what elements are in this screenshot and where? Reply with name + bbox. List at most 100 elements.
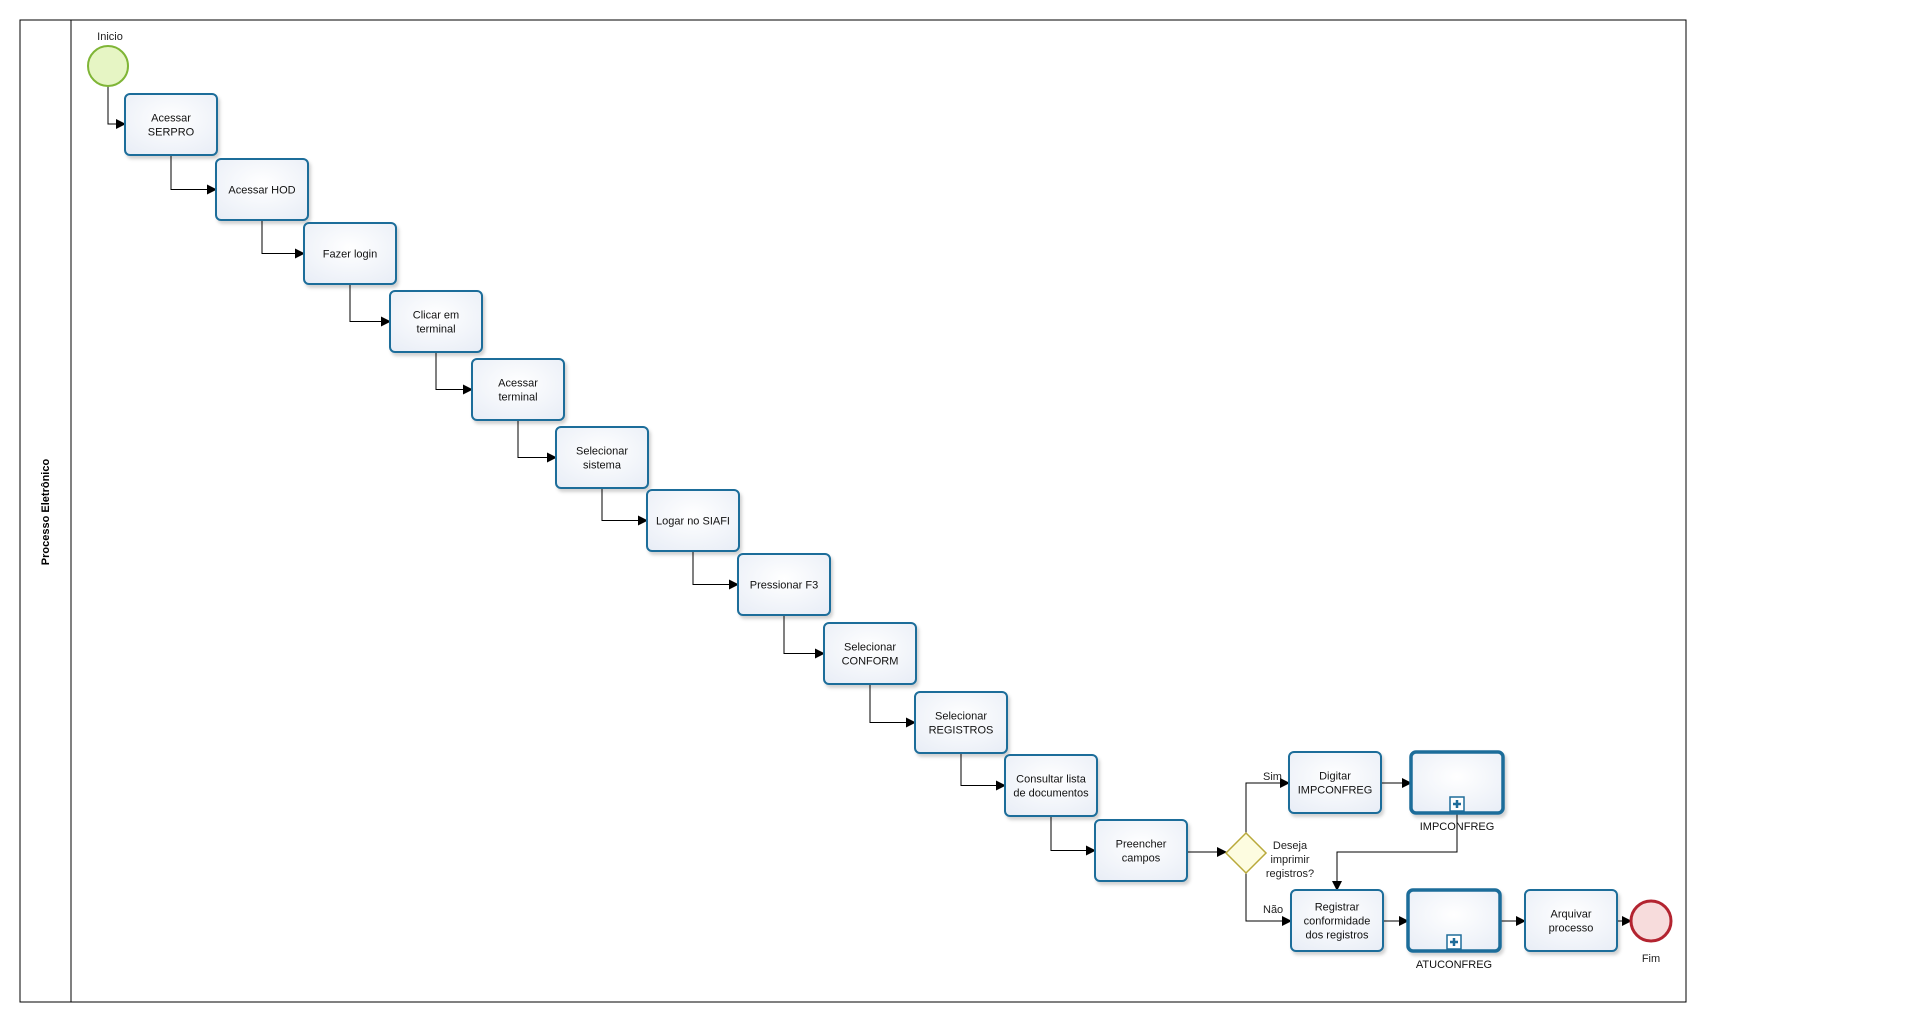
subprocess-label: ATUCONFREG <box>1416 959 1492 971</box>
task-box[interactable] <box>1004 754 1098 817</box>
task-label-line: Selecionar <box>935 711 987 723</box>
task-label-line: Preencher <box>1116 839 1167 851</box>
task-box[interactable] <box>303 222 397 285</box>
task-label-line: Acessar <box>498 378 538 390</box>
task-label-line: de documentos <box>1013 788 1089 800</box>
sequence-flow-gateway-no[interactable] <box>1245 873 1292 926</box>
sequence-flow-t7-t8[interactable] <box>692 551 739 590</box>
task-box[interactable] <box>1524 889 1618 952</box>
task-label-line: terminal <box>416 324 455 336</box>
task-t8[interactable]: Pressionar F3 <box>737 553 831 616</box>
sequence-flow-t6-t7[interactable] <box>601 488 648 526</box>
subprocess-sp1[interactable]: IMPCONFREG <box>1409 750 1505 833</box>
task-box[interactable] <box>1094 819 1188 882</box>
task-label-line: Acessar HOD <box>228 185 295 197</box>
task-label-line: Fazer login <box>323 249 377 261</box>
task-label-line: Selecionar <box>844 642 896 654</box>
task-label-line: REGISTROS <box>929 725 994 737</box>
task-label-line: dos registros <box>1306 930 1369 942</box>
gateway-question: Deseja imprimir registros? <box>1266 840 1314 880</box>
start-event-circle[interactable] <box>87 45 129 87</box>
task-box[interactable] <box>471 358 565 421</box>
task-label: Logar no SIAFI <box>656 516 730 528</box>
task-box[interactable] <box>737 553 831 616</box>
task-box[interactable] <box>823 622 917 685</box>
task-t12[interactable]: Preencher campos <box>1094 819 1188 882</box>
task-t5[interactable]: Acessar terminal <box>471 358 565 421</box>
task-box[interactable] <box>555 426 649 489</box>
sequence-flow-t5-t6[interactable] <box>517 420 557 463</box>
task-label-line: Arquivar <box>1551 909 1592 921</box>
sequence-flow-gateway-yes[interactable] <box>1245 778 1290 833</box>
pool-border <box>19 19 1687 1003</box>
sequence-flow-t4-t5[interactable] <box>435 352 473 395</box>
sequence-flow-t2-t3[interactable] <box>261 220 305 259</box>
task-t3[interactable]: Fazer login <box>303 222 397 285</box>
end-event-label: Fim <box>1642 953 1660 965</box>
end-event[interactable]: Fim <box>1629 899 1673 965</box>
task-label-line: conformidade <box>1304 916 1371 928</box>
start-event[interactable]: Inicio <box>87 31 129 87</box>
task-label-line: Consultar lista <box>1016 774 1087 786</box>
subprocess-box[interactable] <box>1406 888 1502 953</box>
sequence-flow-t10-t11[interactable] <box>960 753 1006 791</box>
task-label: Acessar HOD <box>228 185 295 197</box>
task-label-line: campos <box>1122 853 1161 865</box>
task-t2[interactable]: Acessar HOD <box>215 158 309 221</box>
task-label-line: SERPRO <box>148 127 195 139</box>
task-t7[interactable]: Logar no SIAFI <box>646 489 740 552</box>
task-label-line: terminal <box>498 392 537 404</box>
sequence-flow-t8-t9[interactable] <box>783 615 825 659</box>
task-label: Fazer login <box>323 249 377 261</box>
task-label-line: CONFORM <box>842 656 899 668</box>
task-t11[interactable]: Consultar lista de documentos <box>1004 754 1098 817</box>
task-label-line: IMPCONFREG <box>1298 785 1373 797</box>
gateway-question-line: registros? <box>1266 868 1314 880</box>
gateway-question-line: Deseja <box>1273 840 1308 852</box>
gateway-question-line: imprimir <box>1270 854 1309 866</box>
task-label-line: Clicar em <box>413 310 459 322</box>
task-label: Acessar terminal <box>498 378 538 404</box>
sequence-flow-sp1-t14[interactable] <box>1332 813 1458 891</box>
sequence-flow-t11-t12[interactable] <box>1050 816 1096 856</box>
task-t4[interactable]: Clicar em terminal <box>389 290 483 353</box>
end-event-circle[interactable] <box>1629 899 1673 943</box>
task-box[interactable] <box>914 691 1008 754</box>
task-box[interactable] <box>215 158 309 221</box>
gateway-yes-label: Sim <box>1263 771 1282 783</box>
task-box[interactable] <box>1290 889 1384 952</box>
subprocess-box[interactable] <box>1409 750 1505 815</box>
task-box[interactable] <box>646 489 740 552</box>
subprocess-label: IMPCONFREG <box>1420 821 1495 833</box>
task-box[interactable] <box>1288 751 1382 814</box>
task-label-line: Selecionar <box>576 446 628 458</box>
task-label-line: Acessar <box>151 113 191 125</box>
task-label-line: Digitar <box>1319 771 1351 783</box>
sequence-flow-t3-t4[interactable] <box>349 284 391 327</box>
task-label-line: Pressionar F3 <box>750 580 818 592</box>
pool: Processo Eletrônico <box>19 19 1687 1003</box>
start-event-label: Inicio <box>97 31 123 43</box>
subprocess-sp2[interactable]: ATUCONFREG <box>1406 888 1502 971</box>
sequence-flow-t1-t2[interactable] <box>170 155 217 195</box>
gateway-diamond[interactable] <box>1224 831 1268 875</box>
task-box[interactable] <box>124 93 218 156</box>
task-box[interactable] <box>389 290 483 353</box>
sequence-flow-t9-t10[interactable] <box>869 684 916 728</box>
task-label: Clicar em terminal <box>413 310 459 336</box>
task-label-line: Logar no SIAFI <box>656 516 730 528</box>
sequence-flow-start-t1[interactable] <box>107 86 126 129</box>
